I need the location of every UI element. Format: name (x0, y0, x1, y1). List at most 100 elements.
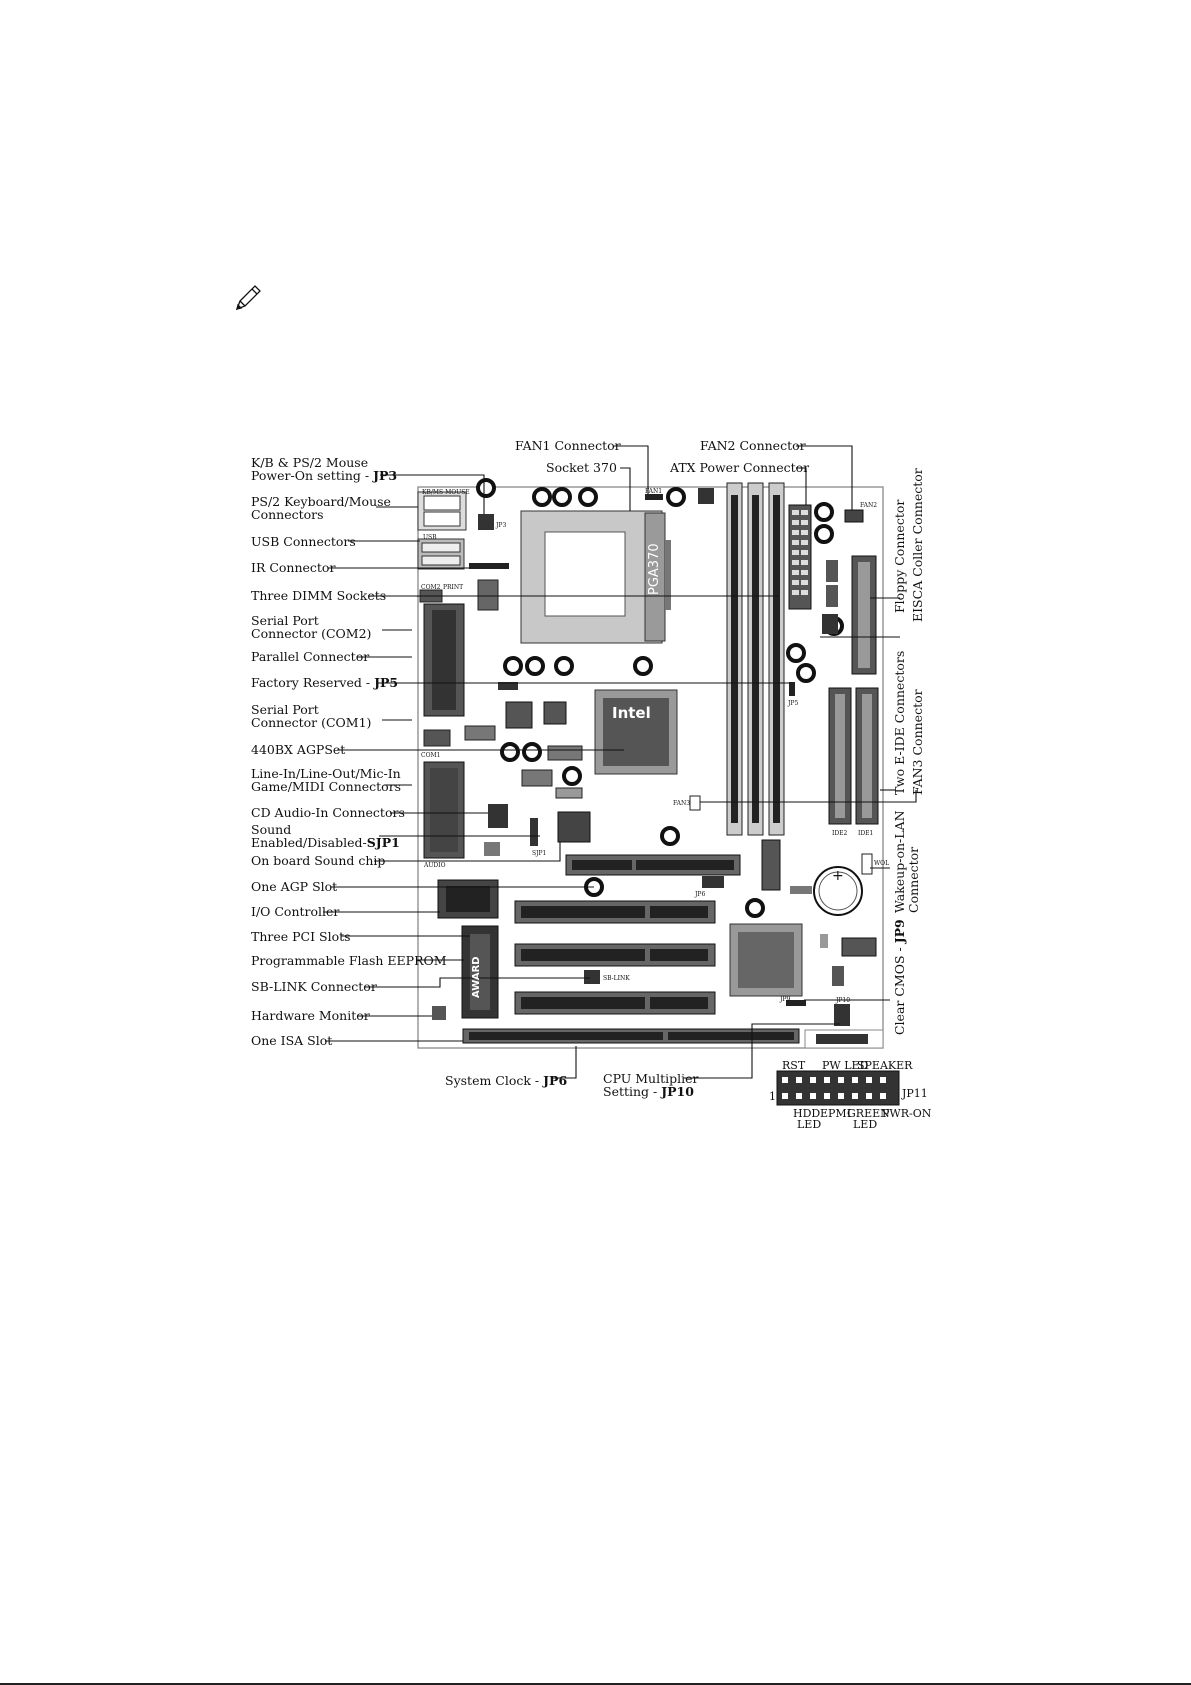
label-clear-cmos: Clear CMOS - JP9 (892, 919, 907, 1035)
label-system-clock: System Clock - JP6 (445, 1073, 568, 1088)
io-chip-small (477, 579, 499, 611)
hardware-monitor-chip (432, 1006, 446, 1020)
board-text-jp5: JP5 (788, 700, 799, 707)
fan1-header (645, 494, 663, 500)
board-text-jp6: JP6 (695, 891, 706, 898)
label-floppy: Floppy Connector (892, 499, 907, 613)
label-socket370: Socket 370 (546, 460, 617, 475)
board-text-jp3: JP3 (496, 522, 507, 529)
board-text-ide2: IDE2 (832, 830, 848, 837)
board-text-fan3: FAN3 (673, 800, 691, 807)
page-bottom-rule (0, 1683, 1191, 1685)
board-text-wol: WOL (874, 860, 890, 867)
board-text-jp10: JP10 (836, 997, 851, 1004)
label-dimm: Three DIMM Sockets (251, 588, 387, 603)
label-sjp1: Sound Enabled/Disabled-SJP1 (251, 822, 400, 850)
label-fan1: FAN1 Connector (515, 438, 621, 453)
board-text-award: AWARD (471, 956, 482, 998)
label-hardware-monitor: Hardware Monitor (251, 1008, 370, 1023)
board-text-sjp1: SJP1 (532, 850, 547, 857)
board-text-print: PRINT (443, 584, 464, 591)
intel-logo-text: Intel (612, 704, 651, 722)
label-pci-slots: Three PCI Slots (251, 929, 351, 944)
fp-label-hdd: HDD (793, 1107, 821, 1120)
fp-label-pwled: PW LED (822, 1059, 869, 1072)
label-agpset: 440BX AGPSet (251, 742, 346, 757)
usb-port-b (421, 555, 461, 566)
sound-chip (557, 811, 591, 843)
fp-label-green-led: LED (853, 1118, 878, 1131)
fp-label-pin1: 1 (769, 1090, 776, 1103)
callout-lines (323, 445, 917, 1079)
wol-header (861, 853, 873, 875)
cmos-battery (813, 866, 863, 916)
label-ide: Two E-IDE Connectors (892, 650, 907, 795)
label-sound-chip: On board Sound chip (251, 853, 386, 868)
front-panel-header-small (816, 1034, 868, 1044)
label-jp5: Factory Reserved - JP5 (251, 675, 399, 690)
jp9-header (786, 1000, 806, 1006)
usb-port-a (421, 542, 461, 553)
label-fan2: FAN2 Connector (700, 438, 806, 453)
jp6-header (702, 876, 724, 888)
regulator-chip (698, 488, 714, 504)
fp-label-speaker: SPEAKER (857, 1059, 913, 1072)
label-atx-power: ATX Power Connector (670, 460, 810, 475)
pci-slots (514, 900, 716, 1015)
jp5-header (789, 682, 795, 696)
board-text-fan1: FAN1 (645, 488, 663, 495)
label-eisca: EISCA Coller Connector (910, 468, 925, 622)
label-usb: USB Connectors (251, 534, 356, 549)
ps2-port-top (423, 495, 461, 511)
label-wol-1: Wakeup-on-LAN (892, 810, 907, 913)
board-text-usb: USB (423, 534, 437, 541)
northbridge-chip: Intel (594, 689, 678, 775)
fp-label-epmi: EPMI (820, 1107, 852, 1120)
jp3-header (478, 514, 494, 530)
com1-port (423, 729, 451, 747)
cd-audio-headers (488, 804, 508, 828)
fan3-header (689, 795, 701, 811)
label-io-controller: I/O Controller (251, 904, 340, 919)
label-fan3: FAN3 Connector (910, 689, 925, 795)
ps2-port-bottom (423, 511, 461, 527)
fp-label-pwr-on: PWR-ON (882, 1107, 932, 1120)
board-text-fan2: FAN2 (860, 502, 878, 509)
ir-header (469, 563, 509, 569)
board-text-sblink: SB-LINK (603, 975, 630, 982)
label-parallel: Parallel Connector (251, 649, 370, 664)
jp10-header (834, 1004, 850, 1026)
board-text-ide1: IDE1 (858, 830, 874, 837)
board-text-pga370: PGA370 (647, 543, 662, 595)
board-text-kbms: KB/MS MOUSE (422, 489, 470, 496)
eisca-header (822, 614, 838, 634)
fan2-header (844, 509, 864, 523)
label-isa-slot: One ISA Slot (251, 1033, 333, 1048)
audio-port-inner (430, 768, 458, 852)
label-agp-slot: One AGP Slot (251, 879, 338, 894)
fp-label-green: GREEN (847, 1107, 890, 1120)
cpu-socket (520, 510, 671, 644)
fp-label-hdd-led: LED (797, 1118, 822, 1131)
parallel-port-inner (432, 610, 456, 710)
label-sb-link: SB-LINK Connector (251, 979, 377, 994)
pencil-icon (235, 285, 261, 311)
fp-label-rst: RST (782, 1059, 806, 1072)
front-panel-pins (776, 1070, 900, 1106)
label-com2: Serial Port Connector (COM2) (251, 613, 372, 641)
board-text-jp9: JP9 (780, 996, 791, 1003)
label-ps2-connectors: PS/2 Keyboard/Mouse Connectors (251, 494, 391, 522)
sb-link-header (584, 970, 600, 984)
label-cpu-multiplier: CPU Multiplier Setting - JP10 (603, 1071, 699, 1099)
board-text-com2: COM2 (421, 584, 441, 591)
label-ir: IR Connector (251, 560, 336, 575)
label-com1: Serial Port Connector (COM1) (251, 702, 372, 730)
label-flash-eeprom: Programmable Flash EEPROM (251, 953, 447, 968)
board-text-com1: COM1 (421, 752, 441, 759)
label-cd-audio: CD Audio-In Connectors (251, 805, 405, 820)
fp-label-jp11: JP11 (902, 1087, 928, 1100)
board-text-audio: AUDIO (424, 862, 446, 869)
label-jp3: K/B & PS/2 Mouse Power-On setting - JP3 (251, 455, 398, 483)
